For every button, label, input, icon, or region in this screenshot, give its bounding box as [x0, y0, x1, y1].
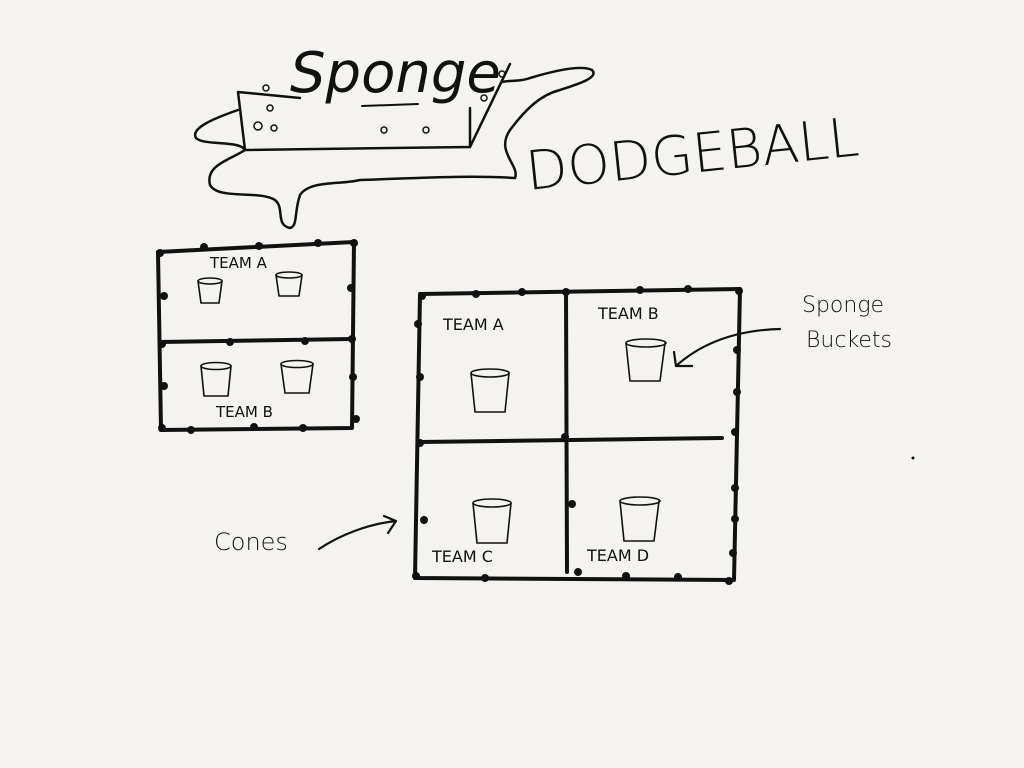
cone-icon [412, 572, 420, 580]
buckets-label-line1: Sponge [802, 293, 884, 318]
title-group: Sponge DODGEBALL [193, 41, 862, 230]
bucket-icon [625, 338, 667, 382]
cone-icon [348, 335, 356, 343]
cone-icon [420, 516, 428, 524]
large-court-horizontal-divider [418, 436, 724, 444]
large-court-team-c-label: TEAM C [431, 547, 493, 566]
cone-icon [299, 424, 307, 432]
stray-ink-dot [911, 456, 915, 460]
title-sponge: Sponge [290, 41, 501, 106]
cone-icon [416, 439, 424, 447]
cone-icon [418, 292, 426, 300]
cone-icon [414, 320, 422, 328]
cone-icon [250, 423, 258, 431]
cone-icon [731, 484, 739, 492]
sponge-hole-icon [253, 121, 263, 131]
large-court-border [413, 287, 742, 582]
cone-icon [729, 549, 737, 557]
bucket-icon [197, 277, 223, 304]
cone-icon [562, 288, 570, 296]
cone-icon [187, 426, 195, 434]
small-court-team-b-label: TEAM B [215, 403, 273, 421]
sponge-block-icon [236, 62, 512, 152]
cone-icon [226, 338, 234, 346]
cone-icon [622, 572, 630, 580]
sponge-hole-icon [270, 124, 278, 132]
small-court-midline [158, 337, 354, 344]
cone-icon [568, 500, 576, 508]
cone-icon [481, 574, 489, 582]
sponge-hole-icon [422, 126, 430, 134]
cone-icon [156, 249, 164, 257]
cone-icon [731, 515, 739, 523]
large-court-team-a-label: TEAM A [442, 315, 504, 334]
cone-icon [349, 373, 357, 381]
cone-icon [352, 415, 360, 423]
large-court-team-b-label: TEAM B [597, 304, 659, 323]
bucket-icon [472, 498, 512, 544]
buckets-annotation: Sponge Buckets [672, 293, 892, 368]
cone-icon [561, 433, 569, 441]
small-court: TEAM A TEAM B [156, 239, 360, 434]
buckets-arrow-icon [672, 327, 782, 368]
bucket-icon [275, 271, 303, 297]
cones-annotation: Cones [214, 514, 398, 556]
cone-icon [472, 290, 480, 298]
large-court-vertical-divider [564, 290, 569, 574]
bucket-icon [470, 368, 510, 413]
cone-icon [160, 292, 168, 300]
small-court-team-a-label: TEAM A [209, 254, 268, 272]
title-dodgeball: DODGEBALL [523, 105, 862, 203]
sponge-hole-icon [266, 104, 274, 112]
small-court-cones [156, 239, 360, 434]
cones-arrow-icon [317, 514, 398, 551]
cone-icon [731, 428, 739, 436]
sponge-spill-outline [193, 66, 595, 230]
cone-icon [350, 239, 358, 247]
cone-icon [574, 568, 582, 576]
cone-icon [416, 373, 424, 381]
cone-icon [347, 284, 355, 292]
bucket-icon [280, 359, 314, 394]
cone-icon [636, 286, 644, 294]
cone-icon [160, 382, 168, 390]
sponge-hole-icon [498, 70, 506, 78]
cone-icon [518, 288, 526, 296]
large-court: TEAM A TEAM B TEAM C TEAM D [412, 285, 743, 585]
bucket-icon [200, 361, 232, 397]
cone-icon [684, 285, 692, 293]
cone-icon [158, 424, 166, 432]
sponge-hole-icon [480, 94, 488, 102]
bucket-icon [619, 496, 661, 542]
sponge-underline [361, 103, 419, 107]
cone-icon [255, 242, 263, 250]
cone-icon [200, 243, 208, 251]
cone-icon [158, 340, 166, 348]
buckets-label-line2: Buckets [806, 328, 892, 353]
cone-icon [733, 346, 741, 354]
cone-icon [725, 577, 733, 585]
large-court-team-d-label: TEAM D [586, 546, 649, 565]
cone-icon [674, 573, 682, 581]
cone-icon [733, 388, 741, 396]
sponge-hole-icon [262, 84, 270, 92]
cone-icon [314, 239, 322, 247]
cones-label: Cones [214, 528, 288, 556]
large-court-cones [412, 285, 743, 585]
cone-icon [735, 287, 743, 295]
small-court-border [156, 240, 356, 432]
cone-icon [301, 337, 309, 345]
sponge-hole-icon [380, 126, 388, 134]
